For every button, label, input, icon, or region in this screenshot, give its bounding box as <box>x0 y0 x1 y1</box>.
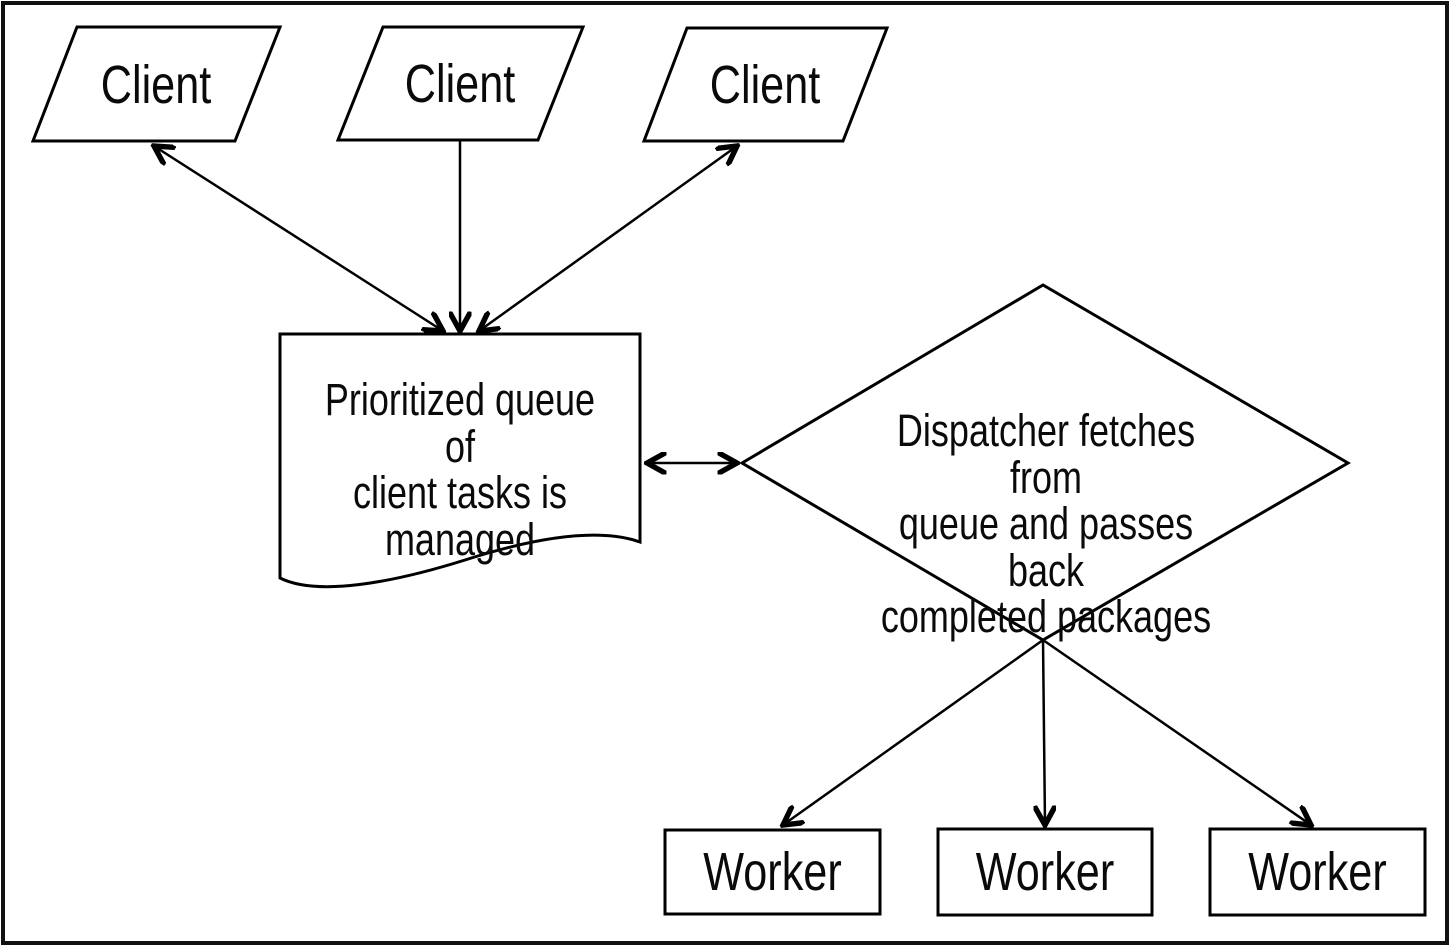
queue-label-line-1: Prioritized queue of <box>324 374 596 472</box>
dispatcher-label-line-1: Dispatcher fetches from <box>896 405 1196 503</box>
queue-document-node <box>278 332 642 589</box>
client-node-1 <box>30 25 283 143</box>
worker-label-3: Worker <box>1248 842 1387 902</box>
arrow-queue-client-3 <box>479 146 737 331</box>
dispatcher-label: Dispatcher fetches from queue and passes… <box>865 405 1227 642</box>
worker-label-2: Worker <box>975 842 1115 902</box>
arrow-dispatcher-worker-1 <box>783 638 1044 825</box>
queue-label-line-3: managed <box>384 513 536 565</box>
client-label-3: Client <box>709 55 821 115</box>
arrow-dispatcher-worker-2 <box>1043 639 1045 825</box>
client-node-2 <box>335 25 586 142</box>
worker-node-2 <box>936 827 1154 917</box>
queue-label: Prioritized queue of client tasks is man… <box>324 374 596 565</box>
arrow-queue-client-1 <box>154 146 443 331</box>
dispatcher-label-line-2: queue and passes back <box>898 498 1194 596</box>
client-label-1: Client <box>100 55 212 115</box>
worker-node-3 <box>1208 827 1427 917</box>
worker-node-1 <box>663 828 882 916</box>
dispatcher-label-line-3: completed packages <box>880 591 1212 642</box>
arrow-dispatcher-worker-3 <box>1042 638 1311 825</box>
client-node-3 <box>641 26 890 143</box>
worker-label-1: Worker <box>703 842 842 902</box>
dispatcher-diamond-node <box>739 283 1351 642</box>
client-label-2: Client <box>404 54 516 114</box>
queue-label-line-2: client tasks is <box>352 467 568 518</box>
